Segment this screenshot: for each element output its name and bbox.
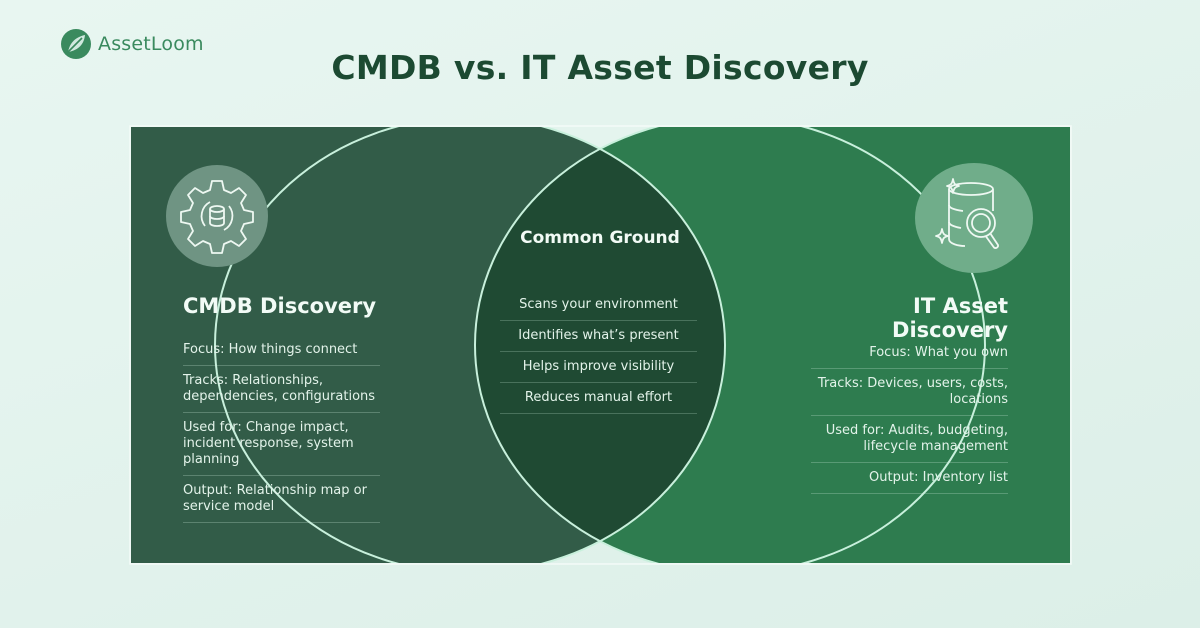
common-item-visibility: Helps improve visibility — [500, 352, 697, 383]
right-item-focus: Focus: What you own — [811, 338, 1008, 369]
left-heading: CMDB Discovery — [183, 294, 377, 318]
right-item-output: Output: Inventory list — [811, 463, 1008, 494]
left-icon-badge — [166, 165, 268, 267]
brand-logo: AssetLoom — [60, 28, 204, 60]
left-item-output: Output: Relationship map or service mode… — [183, 476, 380, 523]
common-list: Scans your environment Identifies what’s… — [500, 290, 697, 414]
common-heading: Common Ground — [520, 228, 680, 248]
overlap-region — [475, 127, 725, 563]
brand-name: AssetLoom — [98, 33, 204, 55]
common-item-manual: Reduces manual effort — [500, 383, 697, 414]
database-search-icon — [935, 178, 999, 249]
leaf-icon — [61, 29, 91, 59]
left-item-used-for: Used for: Change impact, incident respon… — [183, 413, 380, 476]
right-list: Focus: What you own Tracks: Devices, use… — [811, 338, 1008, 494]
right-item-tracks: Tracks: Devices, users, costs, locations — [811, 369, 1008, 416]
common-item-identifies: Identifies what’s present — [500, 321, 697, 352]
right-icon-badge — [915, 163, 1033, 273]
left-item-focus: Focus: How things connect — [183, 335, 380, 366]
common-item-scans: Scans your environment — [500, 290, 697, 321]
page-title: CMDB vs. IT Asset Discovery — [331, 48, 869, 87]
left-list: Focus: How things connect Tracks: Relati… — [183, 335, 380, 523]
right-item-used-for: Used for: Audits, budgeting, lifecycle m… — [811, 416, 1008, 463]
left-item-tracks: Tracks: Relationships, dependencies, con… — [183, 366, 380, 413]
right-heading: IT Asset Discovery — [892, 294, 1008, 342]
gear-database-icon — [180, 180, 254, 254]
